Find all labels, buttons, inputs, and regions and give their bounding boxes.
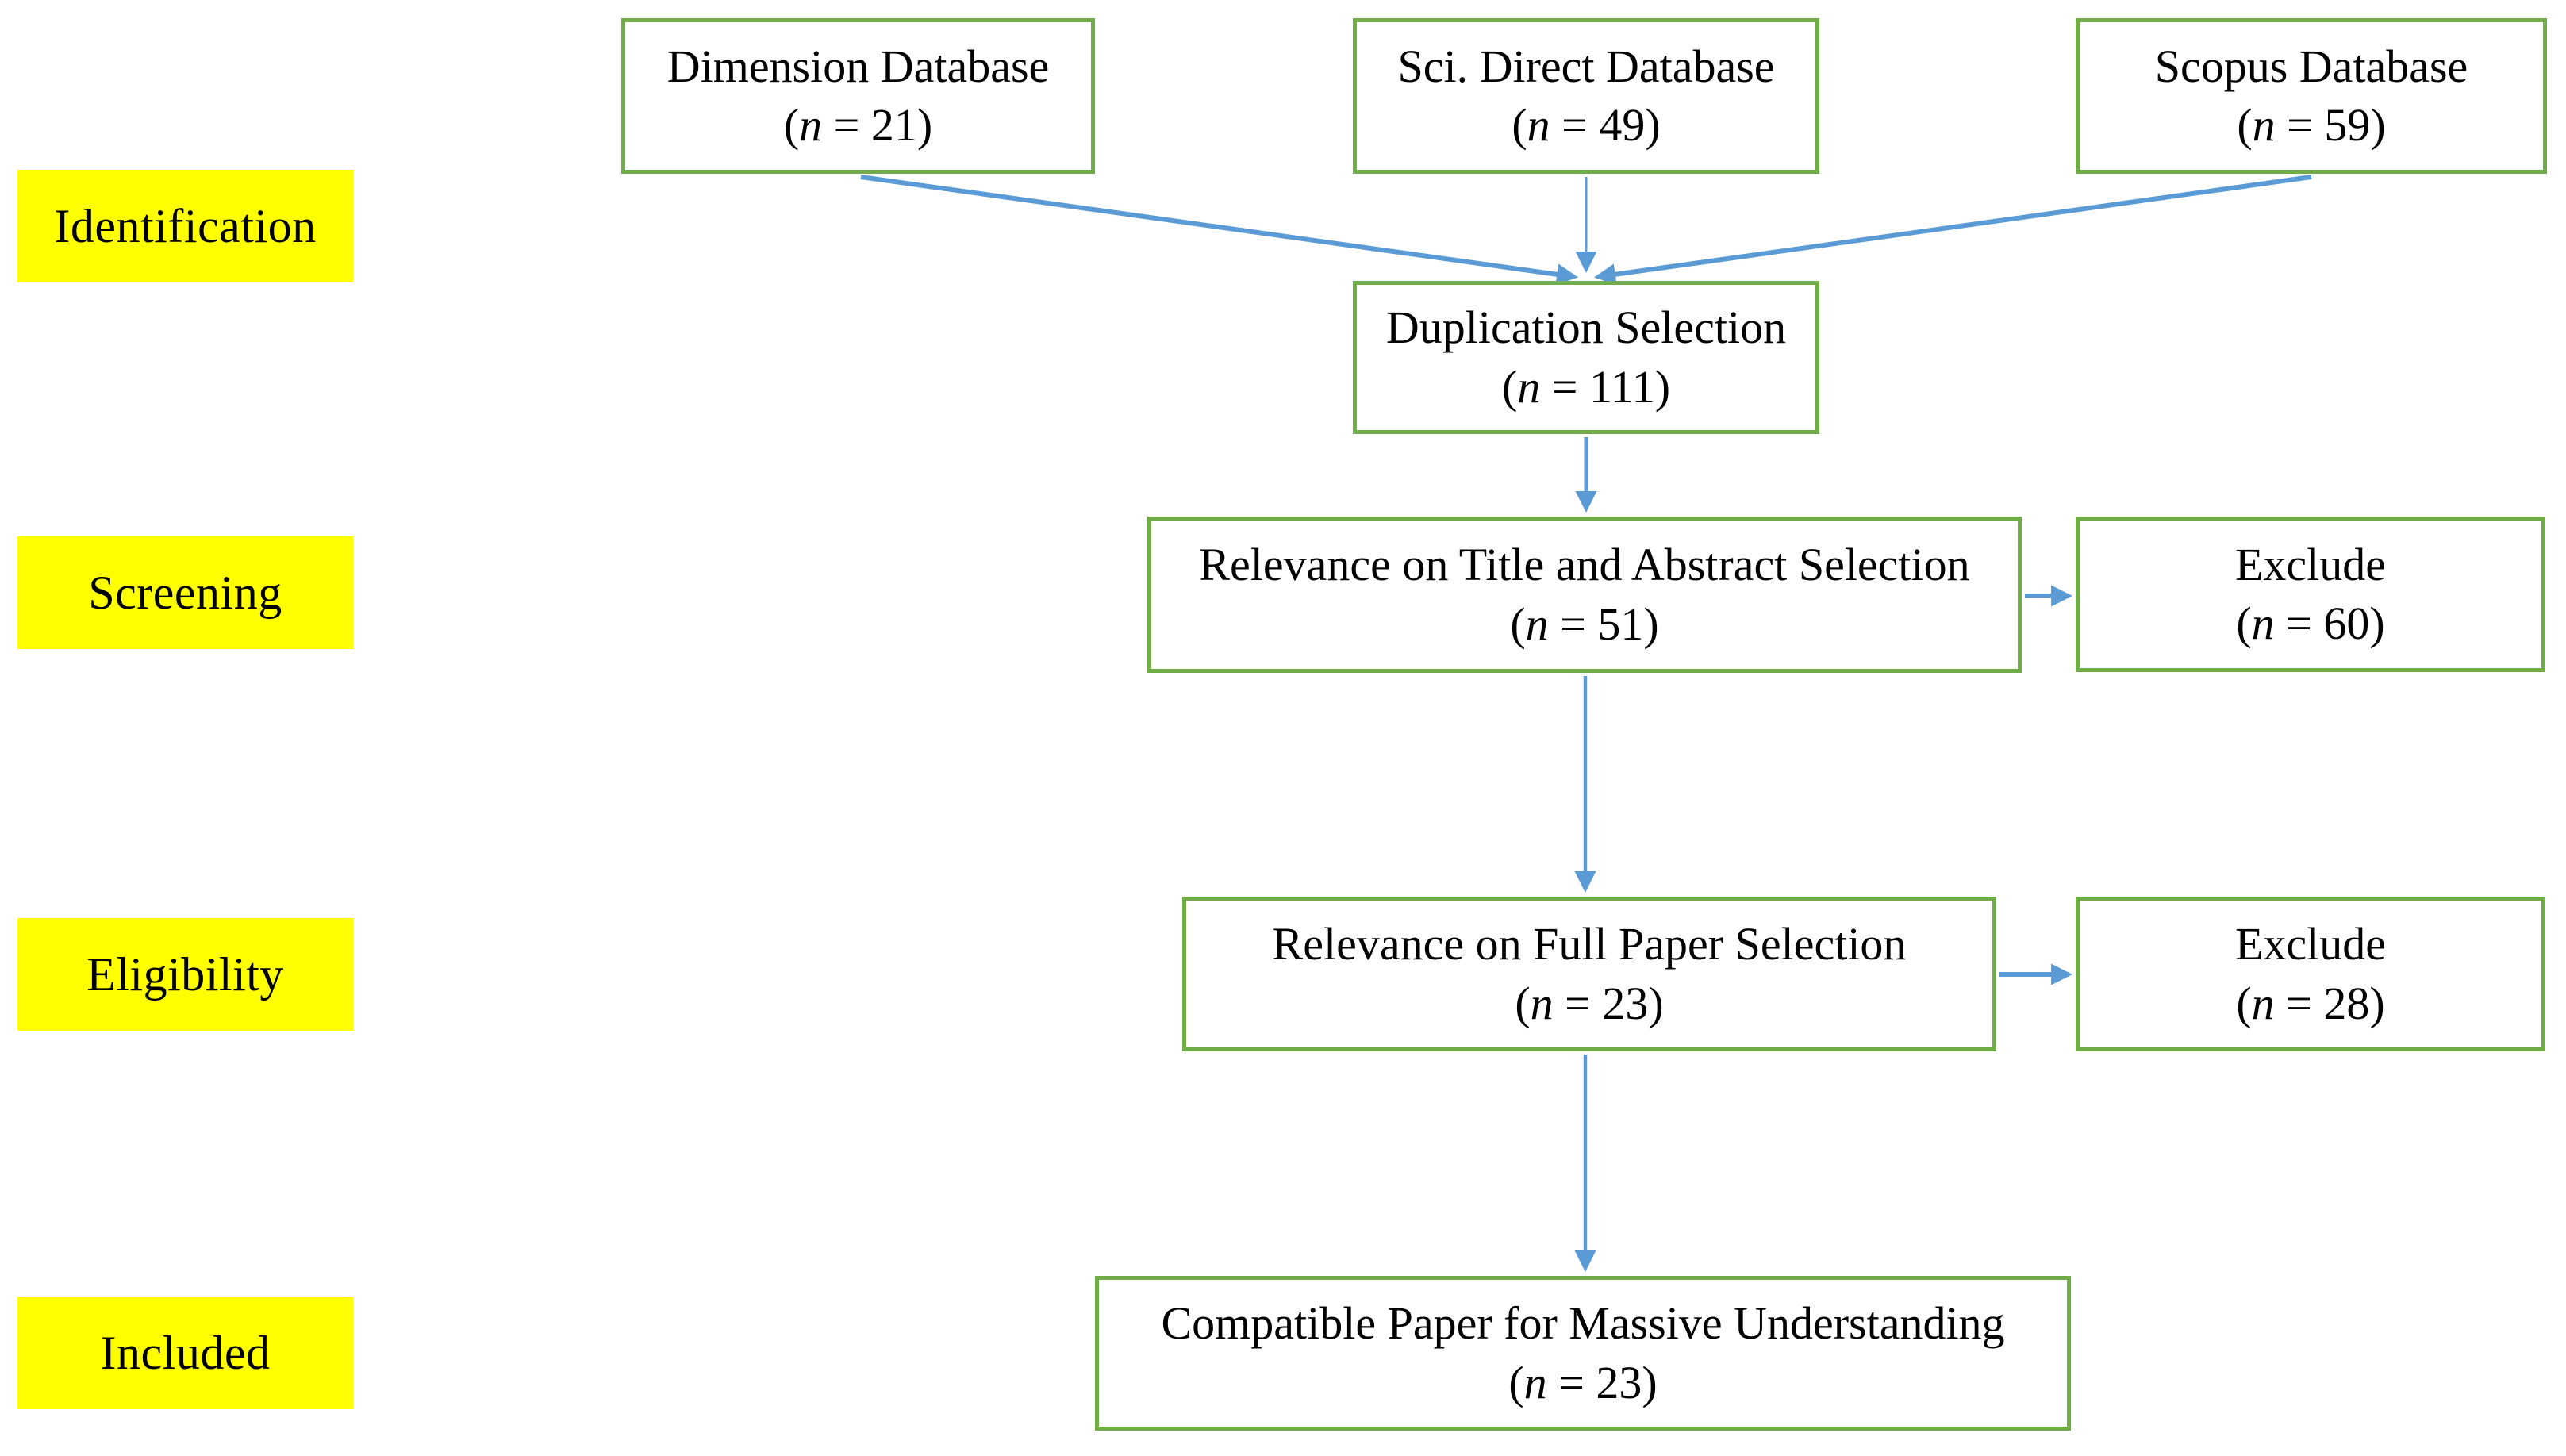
node-title: Scopus Database [2154, 40, 2468, 92]
node-scidirect-database: Sci. Direct Database (n = 49) [1353, 18, 1819, 174]
arrow-dimension-to-duplication [860, 175, 1579, 286]
node-scopus-database: Scopus Database (n = 59) [2076, 18, 2547, 174]
stage-label-eligibility: Eligibility [17, 918, 353, 1031]
node-title: Duplication Selection [1385, 302, 1787, 354]
node-exclude-screening: Exclude (n = 60) [2076, 517, 2545, 672]
node-full-paper-selection: Relevance on Full Paper Selection (n = 2… [1182, 897, 1996, 1051]
arrow-scopus-to-duplication [1593, 175, 2312, 286]
stage-label-included: Included [17, 1297, 353, 1409]
node-title: Relevance on Full Paper Selection [1272, 918, 1907, 970]
node-count: (n = 23) [1515, 977, 1664, 1029]
node-title: Dimension Database [666, 40, 1050, 92]
node-count: (n = 59) [2237, 99, 2386, 151]
stage-label-identification: Identification [17, 170, 353, 282]
node-dimension-database: Dimension Database (n = 21) [621, 18, 1095, 174]
node-title: Compatible Paper for Massive Understandi… [1161, 1297, 2005, 1350]
node-count: (n = 60) [2236, 597, 2385, 649]
node-exclude-eligibility: Exclude (n = 28) [2076, 897, 2545, 1051]
node-title: Relevance on Title and Abstract Selectio… [1199, 539, 1970, 591]
node-count: (n = 28) [2236, 977, 2385, 1029]
node-title: Exclude [2234, 538, 2387, 590]
stage-label-screening: Screening [17, 536, 353, 649]
node-count: (n = 111) [1501, 360, 1671, 413]
node-title-abstract-selection: Relevance on Title and Abstract Selectio… [1147, 517, 2022, 673]
node-count: (n = 51) [1510, 597, 1659, 650]
node-count: (n = 21) [783, 99, 933, 151]
node-included-paper: Compatible Paper for Massive Understandi… [1095, 1276, 2071, 1431]
node-count: (n = 23) [1508, 1356, 1658, 1408]
node-title: Sci. Direct Database [1397, 40, 1775, 92]
node-duplication-selection: Duplication Selection (n = 111) [1353, 281, 1819, 434]
node-count: (n = 49) [1512, 99, 1661, 151]
node-title: Exclude [2234, 918, 2387, 970]
